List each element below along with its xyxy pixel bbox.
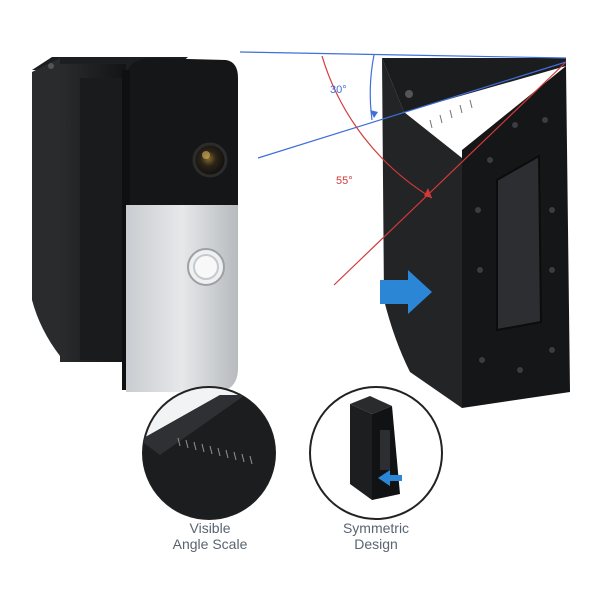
bracket-cutout <box>496 154 543 332</box>
small-arrow-icon <box>378 470 402 486</box>
caption-symmetric-design-line2: Design <box>354 536 398 552</box>
wedge-mount-with-doorbell <box>32 57 238 392</box>
caption-angle-scale-line1: Visible <box>189 520 231 536</box>
direction-arrow-icon <box>380 270 432 314</box>
camera-lens-icon <box>192 142 228 178</box>
caption-symmetric-design-line1: Symmetric <box>342 520 410 536</box>
symmetric-design-detail <box>309 386 443 520</box>
caption-angle-scale: Visible Angle Scale <box>160 520 260 552</box>
angled-bracket-diagram <box>380 58 570 408</box>
caption-angle-scale-line2: Angle Scale <box>172 536 248 552</box>
angle-label-30: 30° <box>330 84 347 96</box>
angle-label-55: 55° <box>336 175 353 187</box>
angle-scale-detail <box>142 386 276 520</box>
caption-symmetric-design: Symmetric Design <box>326 520 426 552</box>
angle-lines <box>239 51 567 286</box>
